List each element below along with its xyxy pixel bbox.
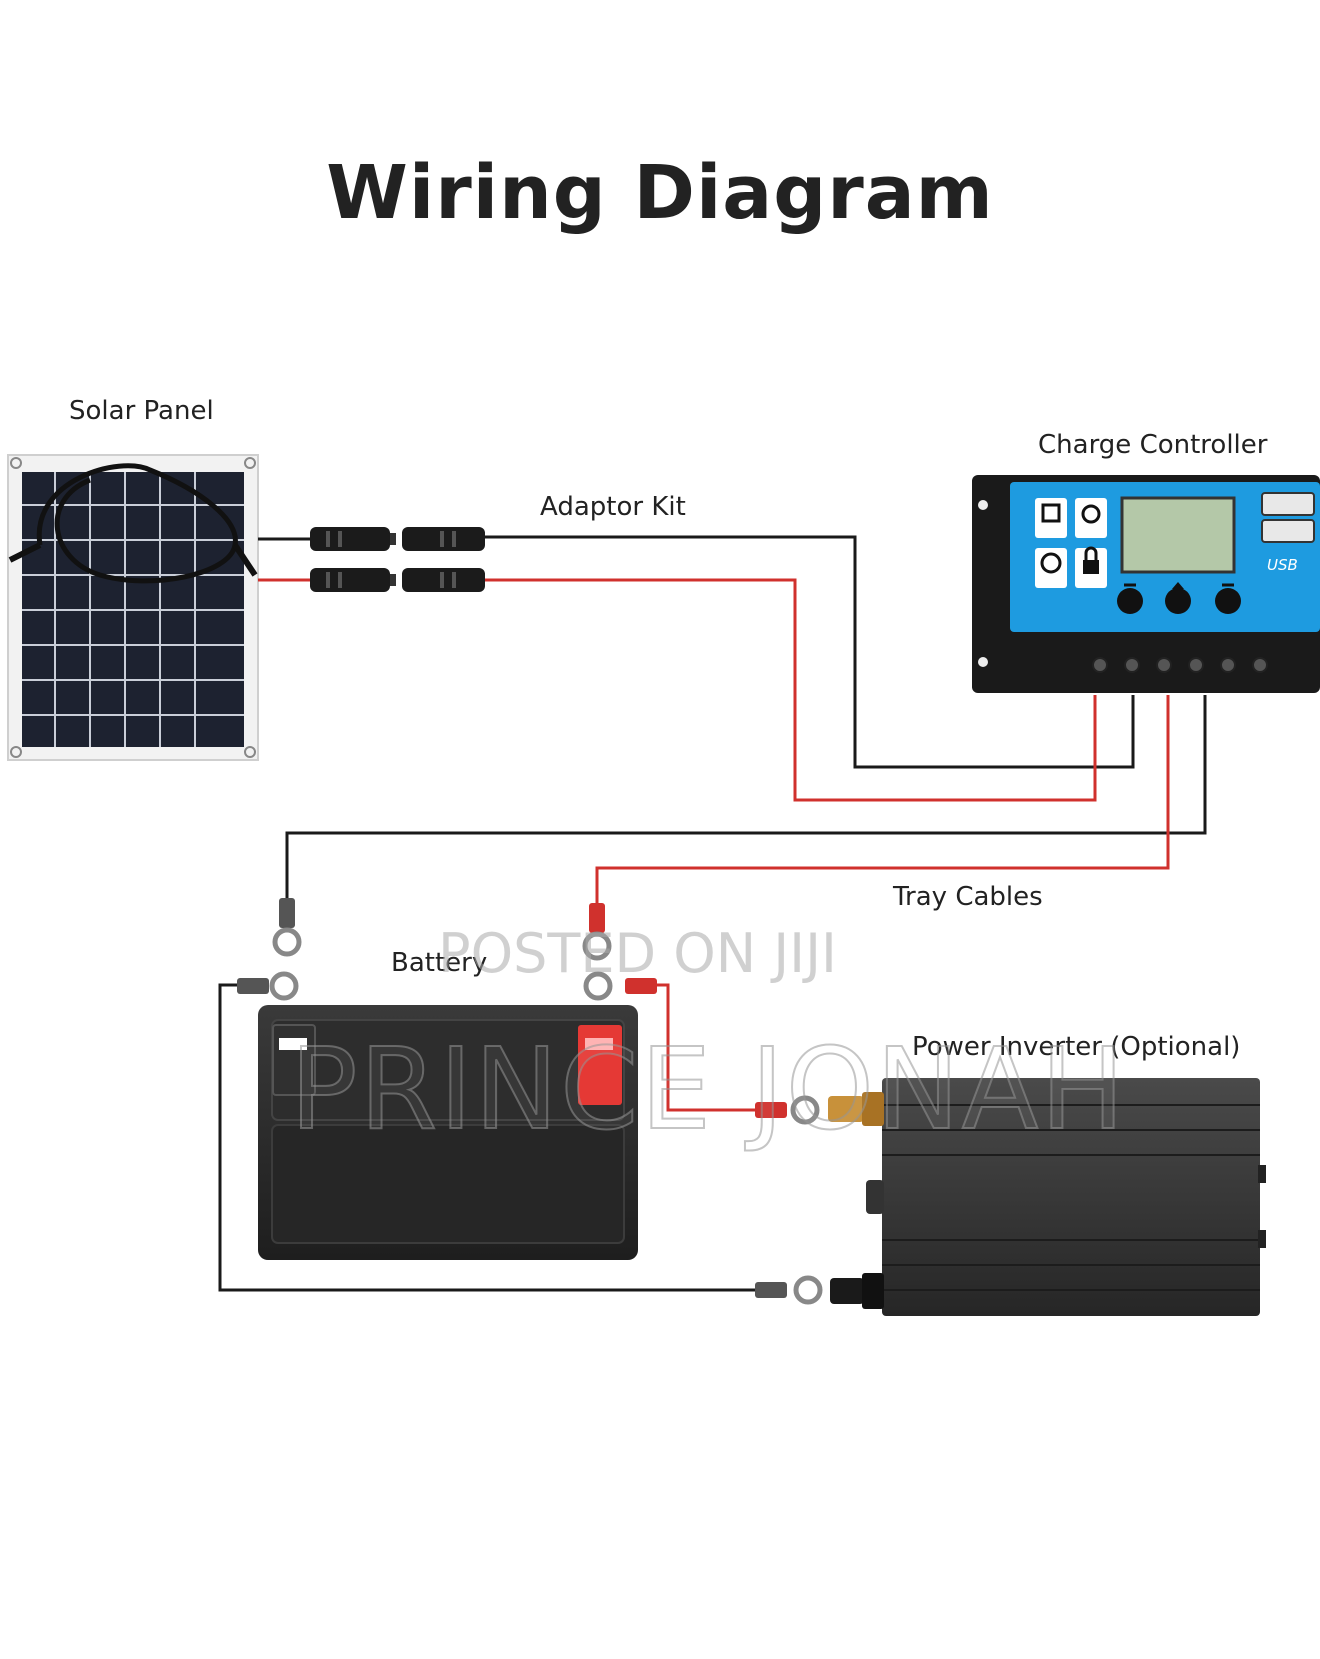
adaptor-kit-label: Adaptor Kit (540, 492, 686, 522)
ring-terminal-black-inverter (755, 1275, 823, 1305)
usb-label: USB (1267, 556, 1298, 574)
controller-battery-negative-wire (285, 695, 1207, 900)
solar-panel (7, 454, 259, 761)
controller-terminals (1092, 657, 1268, 673)
controller-menu-icons (1035, 498, 1107, 588)
watermark-prince-jonah: PRINCE JONAH (289, 1024, 1127, 1156)
battery-label: Battery (391, 948, 488, 978)
adaptor-negative-wire (485, 535, 1135, 769)
mc4-connector-positive-male (310, 568, 396, 592)
ring-terminals (237, 898, 823, 1305)
usb-port (1261, 519, 1315, 543)
power-inverter-label: Power Inverter (Optional) (912, 1032, 1241, 1062)
mc4-connector-negative-female (402, 527, 485, 551)
inverter-negative-post (830, 1273, 884, 1309)
adaptor-kit (310, 527, 485, 592)
battery (258, 1005, 638, 1260)
lcd-screen (1120, 496, 1236, 574)
controller-battery-positive-wire (595, 695, 1170, 905)
usb-port (1261, 492, 1315, 516)
ring-terminal-black-battery (237, 971, 299, 1001)
inverter-positive-post (828, 1092, 884, 1126)
ring-terminal-black-top (272, 898, 302, 957)
page-title: Wiring Diagram (326, 150, 994, 236)
mc4-connector-negative-male (310, 527, 396, 551)
wires (218, 535, 1207, 1292)
controller-button-right (1215, 588, 1241, 614)
ring-terminal-red-inverter (755, 1095, 820, 1125)
tray-cables-label: Tray Cables (893, 882, 1043, 912)
solar-panel-label: Solar Panel (69, 396, 214, 426)
adaptor-positive-wire (485, 578, 1097, 802)
ring-terminal-red-battery (583, 971, 657, 1001)
charge-controller: USB (972, 475, 1320, 693)
controller-button-left (1117, 588, 1143, 614)
power-inverter (828, 1078, 1266, 1316)
ring-terminal-red-top (582, 903, 612, 961)
controller-button-middle (1165, 588, 1191, 614)
mc4-connector-positive-female (402, 568, 485, 592)
battery-inverter-negative-wire (218, 983, 760, 1292)
watermark-posted-on-jiji: POSTED ON JIJI (438, 922, 837, 985)
charge-controller-label: Charge Controller (1038, 430, 1268, 460)
